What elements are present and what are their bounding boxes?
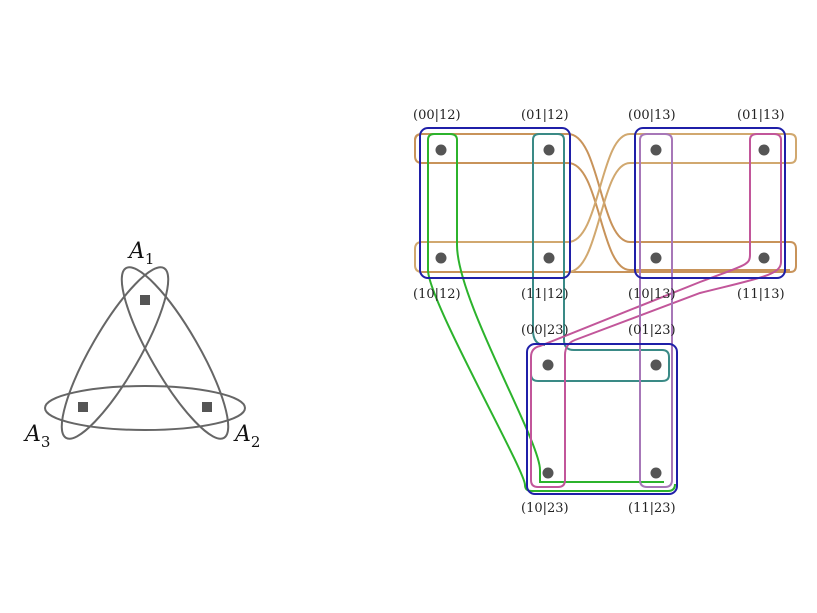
blocks <box>419 127 786 495</box>
label-01-12: (01|12) <box>521 108 569 123</box>
magenta-link <box>530 133 782 488</box>
orange-left-cap <box>414 133 423 164</box>
label-11-13: (11|13) <box>737 287 785 302</box>
set-markers <box>78 295 212 412</box>
label-01-23: (01|23) <box>628 323 676 338</box>
cross-links <box>414 133 797 273</box>
block-13 <box>634 127 786 279</box>
label-10-12: (10|12) <box>413 287 461 302</box>
ellipse-a1-a2 <box>120 266 230 440</box>
label-11-12: (11|12) <box>521 287 569 302</box>
node-11-12 <box>543 252 555 264</box>
node-01-23 <box>650 359 662 371</box>
set-label-a2: A2 <box>233 422 260 451</box>
block-12 <box>419 127 571 279</box>
label-10-23: (10|23) <box>521 501 569 516</box>
label-01-13: (01|13) <box>737 108 785 123</box>
block-23 <box>526 343 678 495</box>
green-link <box>427 133 676 492</box>
orange-cross-link-2 <box>422 162 790 271</box>
node-labels: (00|12) (01|12) (10|12) (11|12) (00|13) … <box>413 108 785 516</box>
nodes <box>435 144 770 479</box>
label-10-13: (10|13) <box>628 287 676 302</box>
tan-left-cap <box>414 241 423 273</box>
label-11-23: (11|23) <box>628 501 676 516</box>
node-10-13 <box>650 252 662 264</box>
ellipse-a1-a3 <box>60 266 170 440</box>
violet-link <box>639 133 673 488</box>
set-diagram <box>44 266 246 440</box>
tan-cross-link <box>422 133 797 273</box>
marker-square <box>78 402 88 412</box>
node-00-23 <box>542 359 554 371</box>
marker-square <box>202 402 212 412</box>
node-11-23 <box>650 467 662 479</box>
set-label-a3: A3 <box>23 422 50 451</box>
set-label-a1: A1 <box>127 239 154 268</box>
label-00-23: (00|23) <box>521 323 569 338</box>
node-01-13 <box>758 144 770 156</box>
ellipse-a2-a3 <box>44 385 246 431</box>
node-11-13 <box>758 252 770 264</box>
node-10-12 <box>435 252 447 264</box>
node-00-12 <box>435 144 447 156</box>
node-00-13 <box>650 144 662 156</box>
node-01-12 <box>543 144 555 156</box>
marker-square <box>140 295 150 305</box>
label-00-12: (00|12) <box>413 108 461 123</box>
orange-cross-link <box>414 133 797 273</box>
label-00-13: (00|13) <box>628 108 676 123</box>
node-10-23 <box>542 467 554 479</box>
